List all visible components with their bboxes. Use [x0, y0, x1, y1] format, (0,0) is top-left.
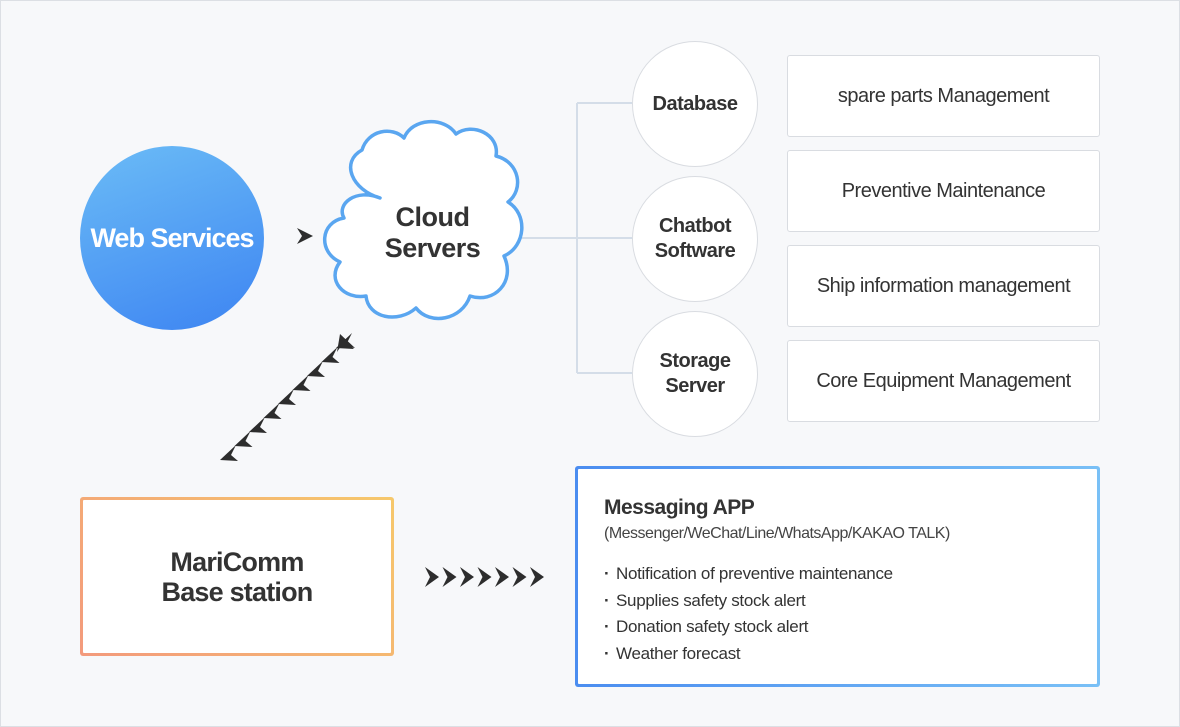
chevron-right-icon	[530, 567, 544, 587]
web-services-label: Web Services	[90, 222, 254, 253]
messaging-title: Messaging APP	[604, 496, 755, 519]
chevron-down-left-icon	[234, 431, 253, 447]
feature-spare-parts: spare parts Management	[787, 55, 1100, 137]
chevron-down-left-icon	[220, 445, 238, 461]
feature-label: Core Equipment Management	[816, 369, 1071, 392]
chevron-right-icon	[460, 567, 474, 587]
chevron-down-left-icon	[321, 347, 340, 363]
cloud-label-line1: Cloud	[395, 202, 470, 232]
node-storage-server: Storage Server	[632, 311, 758, 437]
base-station-line1: MariComm	[170, 546, 304, 577]
chevron-down-left-icon	[249, 417, 267, 433]
list-item-text: Supplies safety stock alert	[616, 590, 806, 610]
messaging-app-inner: Messaging APP (Messenger/WeChat/Line/Wha…	[578, 469, 1097, 684]
messaging-subtitle: (Messenger/WeChat/Line/WhatsApp/KAKAO TA…	[604, 525, 950, 542]
messaging-app-box: Messaging APP (Messenger/WeChat/Line/Wha…	[575, 466, 1100, 687]
cloud-icon	[322, 119, 524, 321]
chevron-right-icon	[425, 567, 439, 587]
node-chatbot-software: Chatbot Software	[632, 176, 758, 302]
base-station-line2: Base station	[161, 576, 314, 607]
list-item-text: Weather forecast	[616, 643, 741, 663]
base-station-box: MariComm Base station	[80, 497, 394, 656]
feature-label: Preventive Maintenance	[841, 179, 1046, 202]
list-item: · Donation safety stock alert	[604, 614, 1071, 641]
chevron-right-icon	[477, 567, 492, 587]
chevron-down-left-icon	[263, 403, 282, 419]
arrow-right-icon	[297, 228, 313, 244]
bullet-icon: ·	[604, 643, 610, 663]
list-item: · Notification of preventive maintenance	[604, 561, 1071, 588]
web-services-circle: Web Services	[80, 146, 264, 330]
node-database-label: Database	[652, 92, 738, 115]
cloud-servers-label: Cloud Servers	[360, 202, 505, 264]
chevron-down-left-icon	[278, 389, 296, 405]
feature-label: spare parts Management	[837, 84, 1050, 107]
horizontal-chevrons-icon	[425, 567, 544, 587]
chevron-right-icon	[512, 567, 527, 587]
bullet-icon: ·	[604, 564, 610, 583]
list-item: · Weather forecast	[604, 641, 1071, 668]
diagonal-chevrons-group	[220, 333, 354, 461]
node-chatbot-label: Chatbot Software	[654, 215, 736, 262]
chevron-right-icon	[495, 567, 509, 587]
chevron-right-icon	[442, 567, 457, 587]
node-database: Database	[632, 41, 758, 167]
list-item-text: Donation safety stock alert	[616, 617, 809, 636]
list-item-text: Notification of preventive maintenance	[616, 564, 893, 583]
feature-core-equipment: Core Equipment Management	[787, 340, 1100, 422]
messaging-feature-list: ·Notification of preventive maintenance …	[604, 561, 1071, 667]
base-station-inner: MariComm Base station	[83, 500, 391, 653]
node-storage-label: Storage Server	[659, 350, 731, 397]
cloud-label-line2: Servers	[384, 233, 481, 263]
bullet-icon: ·	[604, 590, 610, 610]
feature-preventive-maintenance: Preventive Maintenance	[787, 150, 1100, 232]
feature-ship-information: Ship information management	[787, 245, 1100, 327]
bullet-icon: ·	[604, 617, 610, 636]
feature-label: Ship information management	[816, 274, 1071, 297]
chevron-down-left-icon	[307, 361, 325, 377]
chevron-down-left-icon	[292, 375, 311, 391]
list-item: · Supplies safety stock alert	[604, 588, 1071, 615]
chevron-down-left-icon	[336, 333, 354, 349]
